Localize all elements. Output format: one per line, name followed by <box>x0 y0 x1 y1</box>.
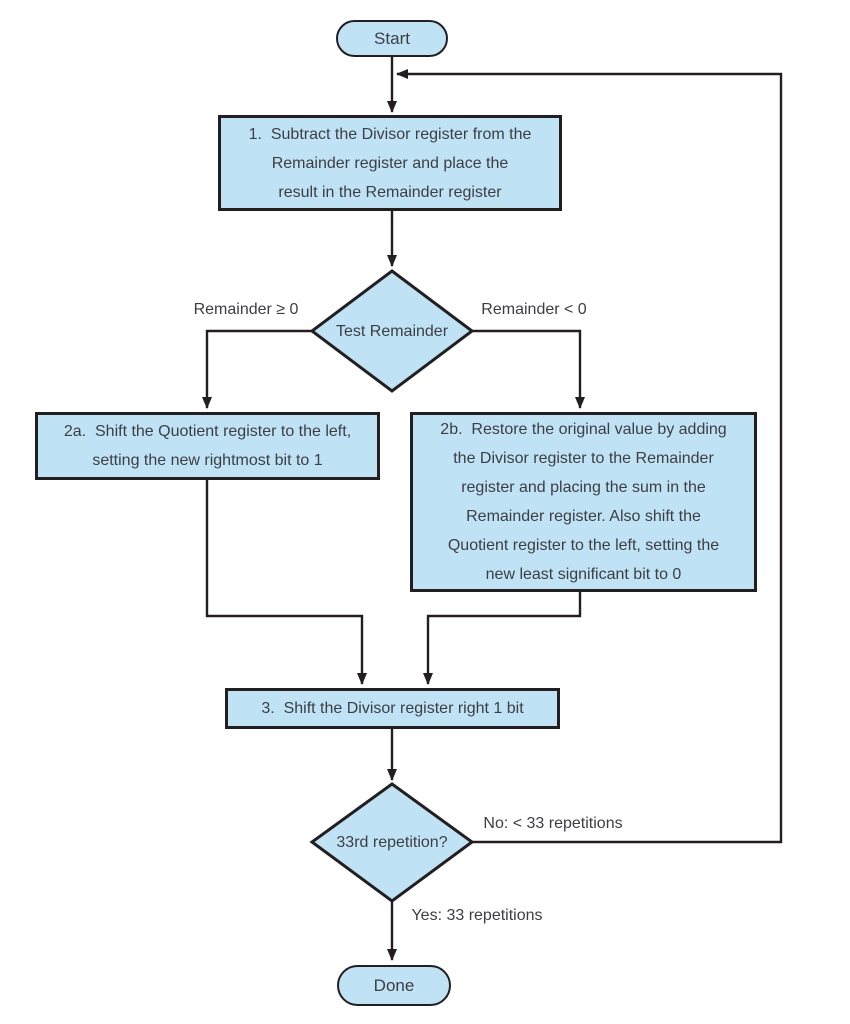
start-label: Start <box>374 29 410 48</box>
start-terminator: Start <box>336 20 448 57</box>
done-label: Done <box>373 976 415 995</box>
edge-test-to-step2b <box>472 329 585 409</box>
process-step3: 3. Shift the Divisor register right 1 bi… <box>225 688 560 729</box>
decision-33rd-repetition-label: 33rd repetition? <box>336 834 448 851</box>
process-step2b: 2b. Restore the original value by adding… <box>410 412 757 592</box>
done-terminator: Done <box>337 965 451 1006</box>
edge-test-to-step2a <box>202 329 313 409</box>
edge-label-no-branch: No: < 33 repetitions <box>483 815 623 832</box>
edge-step2a-to-step3 <box>205 480 367 685</box>
edge-label-yes-branch: Yes: 33 repetitions <box>411 907 543 924</box>
edge-label-remainder-ge-0: Remainder ≥ 0 <box>193 301 299 318</box>
decision-test-remainder-shape <box>309 269 475 393</box>
decision-test-remainder-label: Test Remainder <box>335 322 449 340</box>
edge-step2b-to-step3 <box>423 592 582 685</box>
edge-label-remainder-lt-0: Remainder < 0 <box>481 301 587 318</box>
process-step2a: 2a. Shift the Quotient register to the l… <box>35 412 380 480</box>
edge-no-feedback-loop <box>396 69 783 844</box>
process-step1: 1. Subtract the Divisor register from th… <box>218 115 562 211</box>
decision-33rd-repetition-shape <box>309 782 475 903</box>
